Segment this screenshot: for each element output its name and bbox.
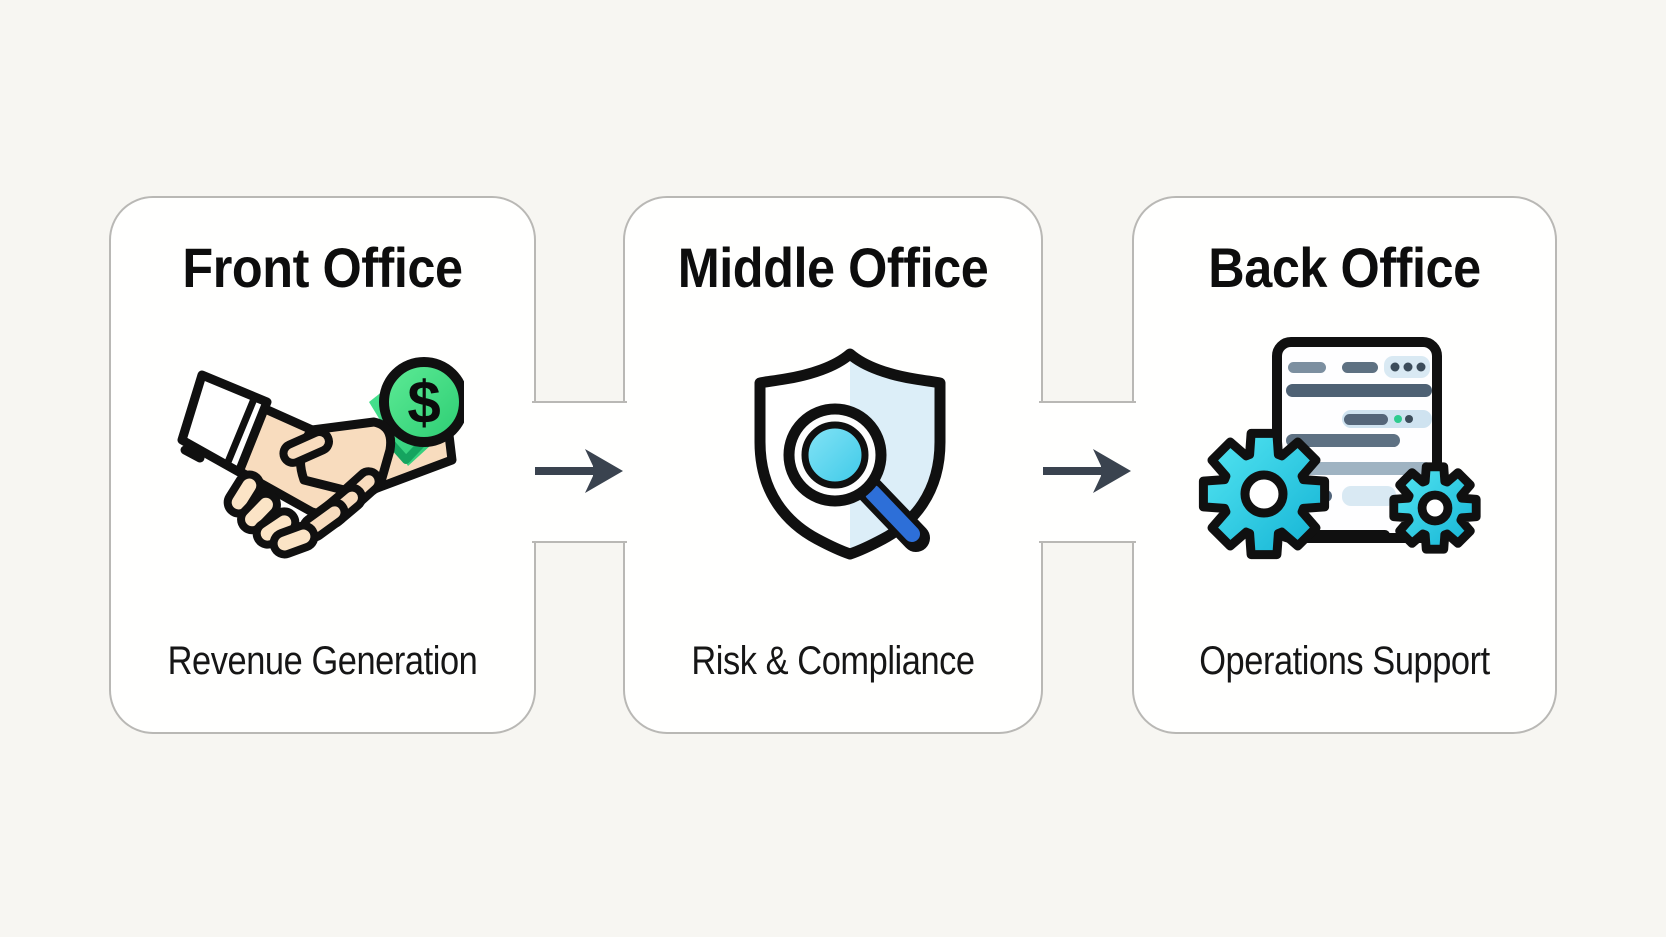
dollar-coin-icon: $	[379, 357, 464, 447]
card-subtitle: Operations Support	[1199, 639, 1490, 683]
card-subtitle: Risk & Compliance	[691, 639, 975, 683]
arrow-right-icon	[535, 449, 623, 493]
card-subtitle: Revenue Generation	[167, 639, 478, 683]
shield-magnifier-icon	[754, 348, 946, 560]
gears-document-icon	[1192, 337, 1492, 574]
arrow-right-icon	[1043, 449, 1131, 493]
dollar-symbol: $	[407, 369, 440, 436]
card-title: Back Office	[1208, 236, 1481, 299]
handshake-dollar-icon: $	[177, 357, 464, 559]
card-back-office: Back Office	[1132, 196, 1557, 734]
magnifier-icon	[783, 403, 930, 552]
card-title: Middle Office	[677, 236, 989, 299]
gear-small-icon	[1394, 467, 1476, 549]
gear-large-icon	[1203, 433, 1324, 554]
card-front-office: Front Office	[109, 196, 536, 734]
card-middle-office: Middle Office Risk & Compliance	[623, 196, 1043, 734]
card-title: Front Office	[182, 236, 463, 299]
